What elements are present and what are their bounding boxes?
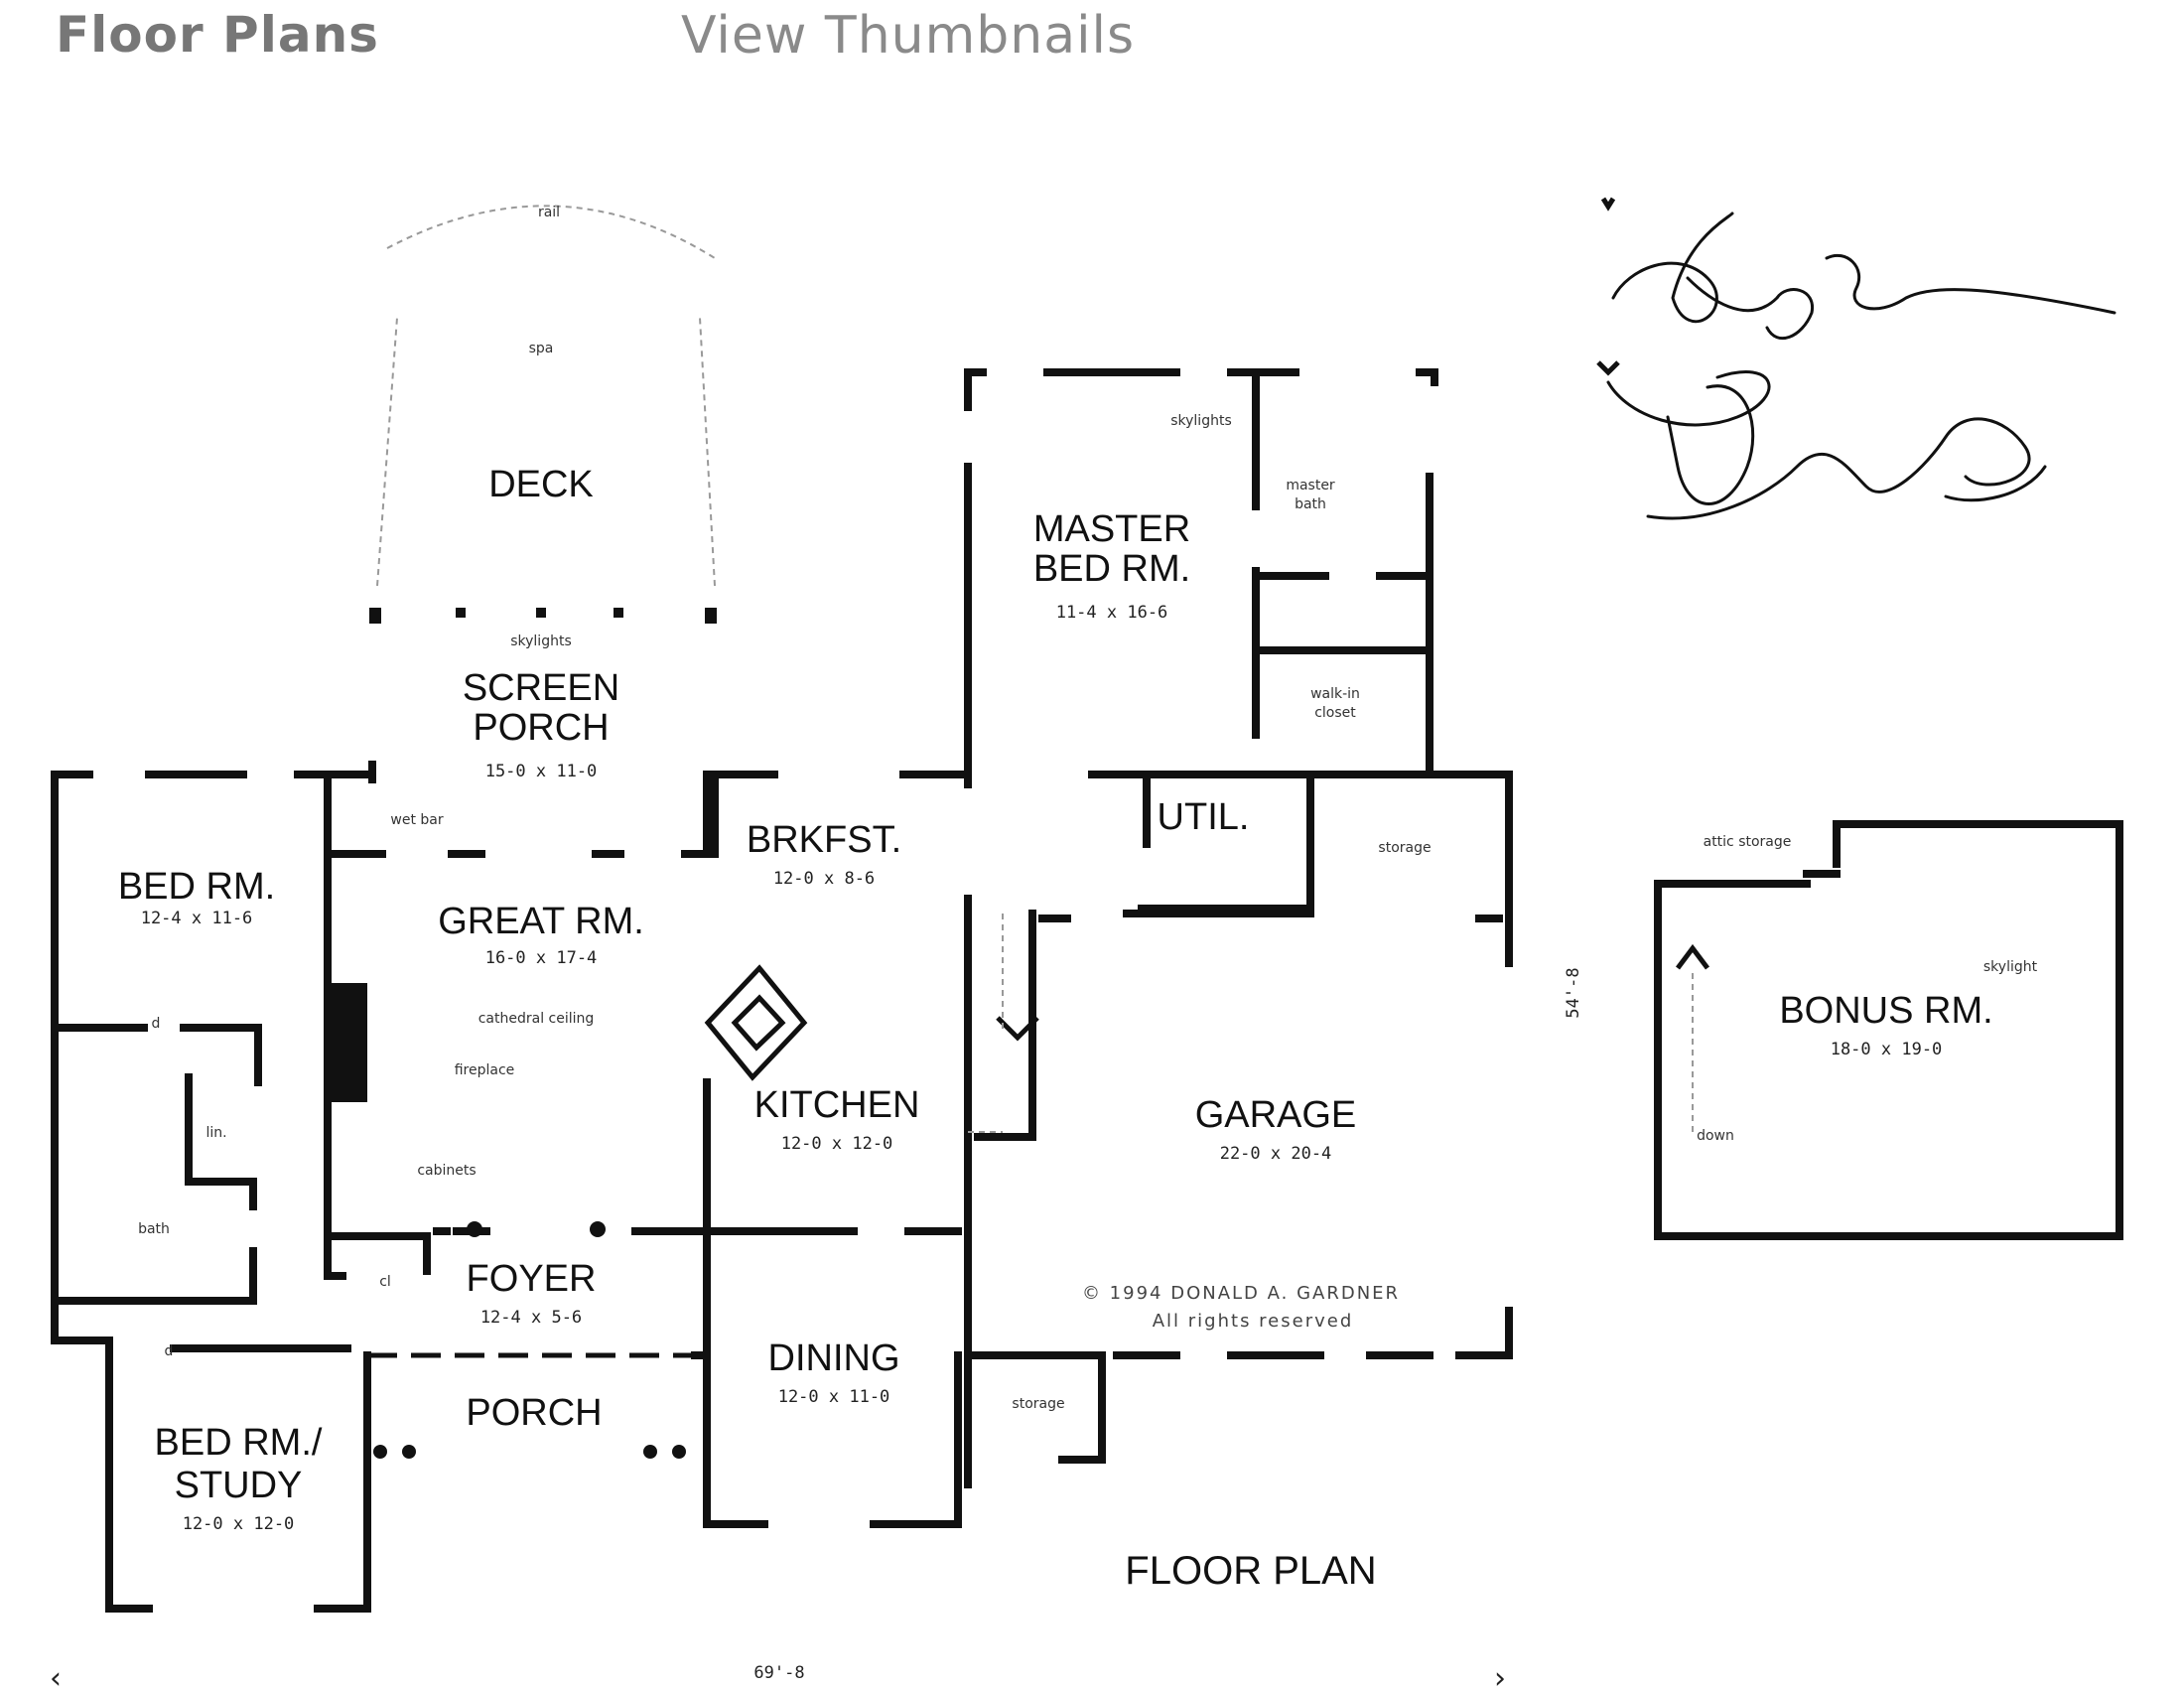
page-header: Floor Plans View Thumbnails: [0, 0, 2184, 79]
main-walls: [51, 368, 1513, 1613]
deck-outline: [386, 205, 716, 259]
prev-arrow-icon[interactable]: ‹: [50, 1661, 62, 1689]
label-kitchen: KITCHEN: [754, 1084, 920, 1126]
label-brkfst: BRKFST.: [747, 819, 901, 861]
note-d-2: d: [165, 1343, 174, 1359]
note-skylights-master: skylights: [1170, 413, 1232, 429]
note-bath: bath: [138, 1221, 170, 1237]
note-attic-storage: attic storage: [1704, 834, 1792, 850]
note-skylight-bonus: skylight: [1983, 959, 2038, 975]
dim-kitchen: 12-0 x 12-0: [781, 1134, 893, 1154]
screen-porch-posts: [369, 608, 717, 624]
label-bed-rm: BED RM.: [118, 866, 275, 908]
page-title: Floor Plans: [56, 6, 379, 64]
copyright-line-2: All rights reserved: [1153, 1311, 1354, 1332]
label-screen-porch-2: PORCH: [473, 707, 609, 749]
copyright-line-1: © 1994 DONALD A. GARDNER: [1082, 1283, 1400, 1304]
label-porch: PORCH: [466, 1392, 602, 1434]
label-garage: GARAGE: [1195, 1094, 1357, 1136]
label-great-rm: GREAT RM.: [438, 901, 644, 942]
dim-screen-porch: 15-0 x 11-0: [485, 762, 598, 781]
label-screen-porch-1: SCREEN: [463, 667, 619, 709]
dim-great-rm: 16-0 x 17-4: [485, 948, 598, 968]
signature: [1606, 211, 2116, 520]
note-master-bath-2: bath: [1295, 496, 1326, 512]
note-walk-in-2: closet: [1314, 705, 1356, 721]
label-bonus-rm: BONUS RM.: [1779, 990, 1992, 1032]
label-bed-study-2: STUDY: [175, 1465, 303, 1506]
label-master-2: BED RM.: [1033, 548, 1190, 590]
note-cabinets: cabinets: [417, 1163, 476, 1179]
note-fireplace: fireplace: [455, 1062, 515, 1078]
label-foyer: FOYER: [467, 1258, 597, 1300]
label-master-1: MASTER: [1033, 508, 1190, 550]
note-d-1: d: [152, 1016, 161, 1032]
note-down: down: [1697, 1128, 1734, 1144]
note-walk-in-1: walk-in: [1310, 686, 1360, 702]
overall-depth: 54'-8: [1564, 967, 1583, 1018]
dim-garage: 22-0 x 20-4: [1220, 1144, 1332, 1164]
dim-tick-top: [1600, 197, 1616, 211]
note-storage-garage: storage: [1012, 1396, 1064, 1412]
note-spa: spa: [529, 341, 554, 356]
dim-bed-study: 12-0 x 12-0: [183, 1514, 295, 1534]
dim-tick-bottom: [1596, 360, 1620, 376]
note-wet-bar: wet bar: [390, 812, 443, 828]
floor-plan-caption: FLOOR PLAN: [1125, 1549, 1376, 1593]
dim-foyer: 12-4 x 5-6: [480, 1308, 582, 1328]
label-util: UTIL.: [1158, 796, 1250, 838]
dim-bed-rm: 12-4 x 11-6: [141, 909, 253, 928]
note-master-bath-1: master: [1286, 478, 1335, 493]
note-lin: lin.: [205, 1125, 226, 1141]
label-deck: DECK: [488, 464, 594, 505]
dim-master: 11-4 x 16-6: [1056, 603, 1168, 623]
view-thumbnails-link[interactable]: View Thumbnails: [681, 6, 1136, 66]
note-cathedral: cathedral ceiling: [478, 1011, 595, 1027]
note-storage-util: storage: [1378, 840, 1431, 856]
overall-width: 69'-8: [753, 1663, 804, 1683]
label-dining: DINING: [768, 1337, 900, 1379]
dim-bonus-rm: 18-0 x 19-0: [1831, 1040, 1943, 1059]
dim-brkfst: 12-0 x 8-6: [773, 869, 875, 889]
next-arrow-icon[interactable]: ›: [1494, 1661, 1506, 1689]
label-bed-study-1: BED RM./: [155, 1422, 323, 1464]
note-rail: rail: [538, 205, 560, 220]
dim-dining: 12-0 x 11-0: [778, 1387, 890, 1407]
note-skylights-porch: skylights: [510, 633, 572, 649]
bonus-room-walls: [1654, 820, 2123, 1240]
deck-edges: [376, 317, 716, 587]
note-cl: cl: [379, 1274, 391, 1290]
